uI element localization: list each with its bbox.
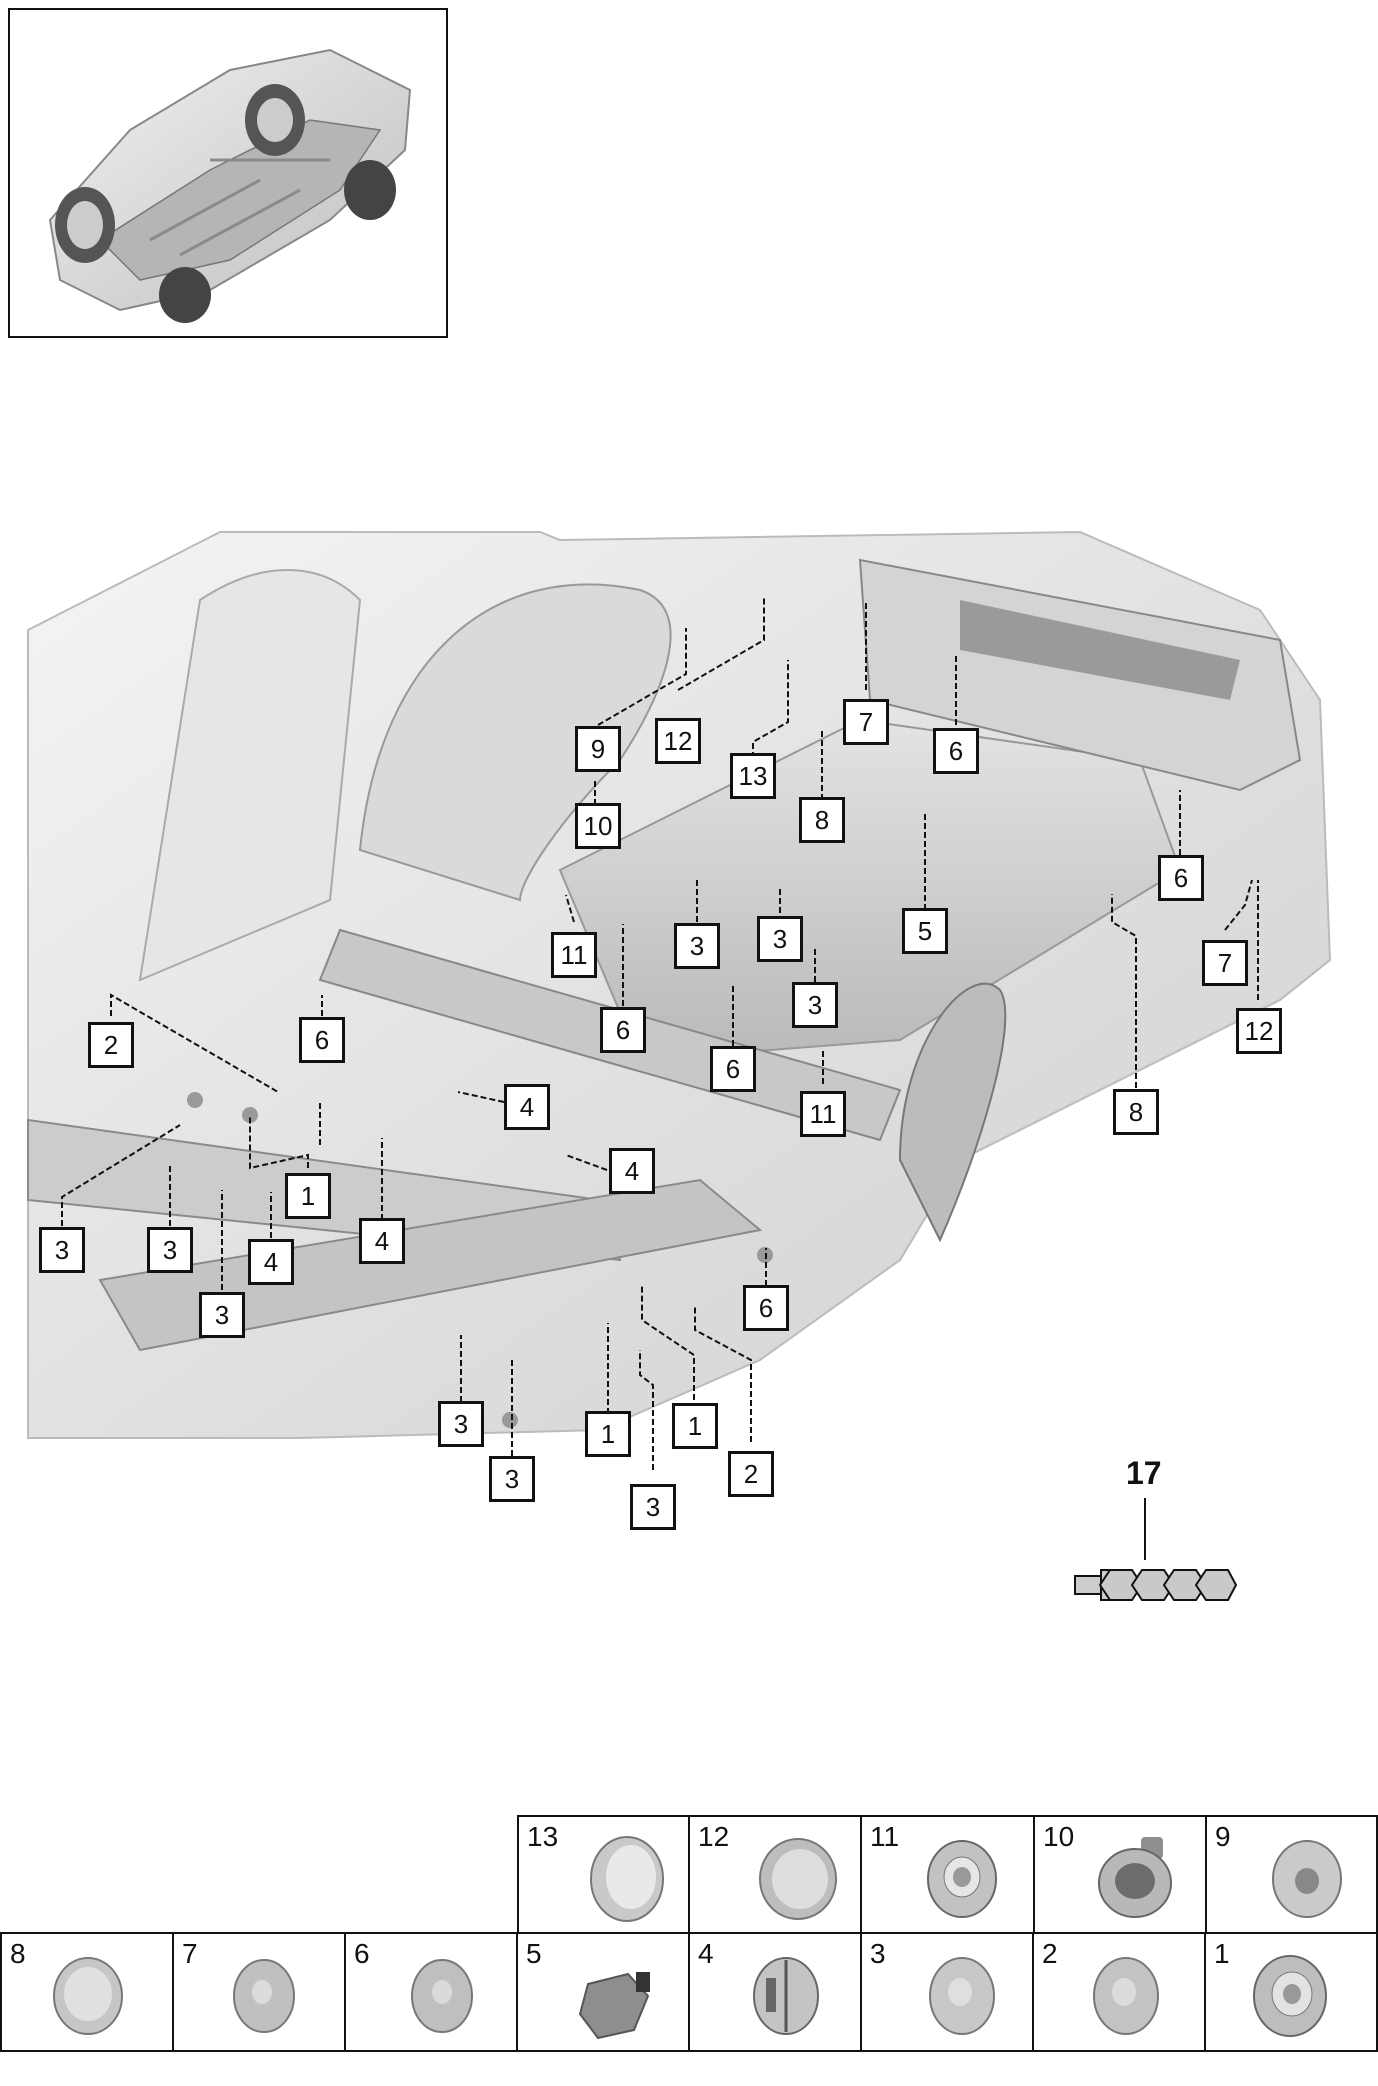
part-number: 3 [870,1938,886,1969]
part-cell-13: 13 [517,1815,690,1934]
part-number: 12 [698,1821,730,1852]
dome-plug-icon [411,1959,473,2033]
part-cell-3: 3 [860,1932,1034,2052]
callout-3h: 3 [489,1456,535,1502]
part-number: 1 [1214,1938,1230,1969]
part-cell-11: 11 [860,1815,1035,1934]
ring-grommet-icon [1272,1840,1342,1918]
rear-underbody-assembly-icon [27,530,1332,1439]
part-cell-4: 4 [688,1932,862,2052]
callout-13: 13 [730,753,776,799]
part-cell-1: 1 [1204,1932,1378,2052]
part-number: 2 [1042,1938,1058,1969]
callout-3f: 3 [199,1292,245,1338]
callout-3e: 3 [147,1227,193,1273]
part-number: 5 [526,1938,542,1969]
callout-6d: 6 [600,1007,646,1053]
part-cell-9: 9 [1205,1815,1378,1934]
callout-7b: 7 [1202,940,1248,986]
callout-6c: 6 [299,1017,345,1063]
callout-11: 11 [551,932,597,978]
part-cell-10: 10 [1033,1815,1207,1934]
dome-plug-icon [233,1959,295,2033]
callout-1b: 1 [585,1411,631,1457]
kit-label: 17 [1126,1455,1162,1491]
callout-8b: 8 [1113,1089,1159,1135]
callout-4b: 4 [609,1148,655,1194]
part-number: 9 [1215,1821,1231,1852]
callout-3d: 3 [39,1227,85,1273]
part-number: 13 [527,1821,559,1852]
part-number: 6 [354,1938,370,1969]
flat-plug-icon [590,1836,664,1922]
part-number: 11 [870,1821,900,1852]
part-cell-5: 5 [516,1932,690,2052]
ring-grommet-icon [1253,1955,1327,2037]
callout-3c: 3 [792,982,838,1028]
part-cell-7: 7 [172,1932,346,2052]
callout-11b: 11 [800,1091,846,1137]
part-number: 7 [182,1938,198,1969]
grommet-strip-icon [1074,1498,1238,1601]
callout-4a: 4 [504,1084,550,1130]
part-number: 4 [698,1938,714,1969]
part-cell-12: 12 [688,1815,862,1934]
callout-1a: 1 [285,1173,331,1219]
leader-lines [61,598,1259,1470]
clip-plug-icon [578,1972,650,2040]
callout-6e: 6 [710,1046,756,1092]
vehicle-thumbnail [8,8,448,338]
part-cell-8: 8 [0,1932,174,2052]
callout-2b: 2 [728,1451,774,1497]
callout-8: 8 [799,797,845,843]
part-number: 8 [10,1938,26,1969]
dome-plug-icon [929,1957,995,2035]
vehicle-underbody-thumbnail-icon [48,48,412,323]
callout-6b: 6 [1158,855,1204,901]
callout-10: 10 [575,803,621,849]
ring-grommet-icon [927,1840,997,1918]
callout-7: 7 [843,699,889,745]
callout-12: 12 [655,718,701,764]
callout-3a: 3 [674,923,720,969]
callout-4c: 4 [248,1239,294,1285]
callout-4d: 4 [359,1218,405,1264]
part-cell-2: 2 [1032,1932,1206,2052]
part-number: 10 [1043,1821,1075,1852]
dome-plug-icon [1093,1957,1159,2035]
callout-6: 6 [933,728,979,774]
slotted-grommet-icon [753,1957,819,2035]
callout-1c: 1 [672,1403,718,1449]
stepped-grommet-icon [1098,1837,1172,1918]
callout-12b: 12 [1236,1008,1282,1054]
callout-9: 9 [575,726,621,772]
callout-3i: 3 [630,1484,676,1530]
callout-3b: 3 [757,916,803,962]
flat-plug-icon [759,1838,837,1920]
part-cell-6: 6 [344,1932,518,2052]
callout-2: 2 [88,1022,134,1068]
callout-6f: 6 [743,1285,789,1331]
callout-5: 5 [902,908,948,954]
callout-3g: 3 [438,1401,484,1447]
flat-plug-icon [53,1957,123,2035]
